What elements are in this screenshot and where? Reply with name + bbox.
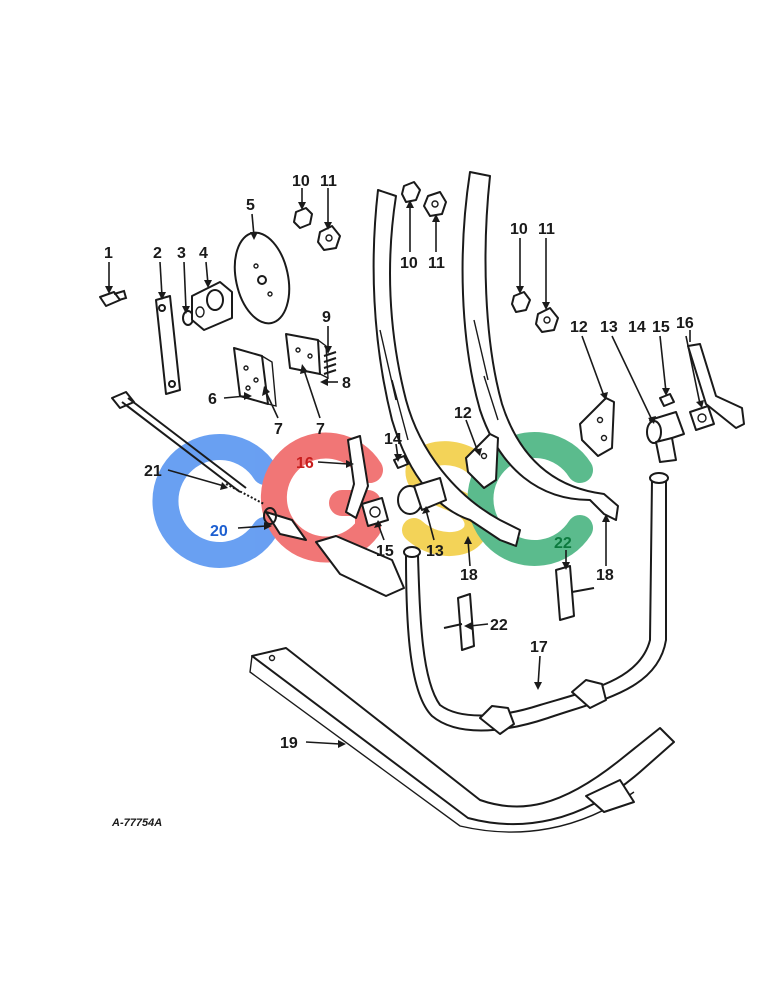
watermark-c-green <box>467 432 593 566</box>
callout-21: 21 <box>144 463 162 480</box>
callout-8: 8 <box>342 375 351 392</box>
callout-12-middle: 12 <box>454 405 472 422</box>
callout-9: 9 <box>322 309 331 326</box>
callout-1: 1 <box>104 245 113 262</box>
part-19-bar <box>249 647 675 833</box>
callout-13-right: 13 <box>600 319 618 336</box>
part-7-plate <box>285 333 329 380</box>
callout-14-left: 14 <box>384 431 402 448</box>
leader-lines <box>105 188 704 748</box>
callout-11-middle: 11 <box>428 255 445 272</box>
callout-15-left: 15 <box>376 543 394 560</box>
callout-18-right: 18 <box>596 567 614 584</box>
part-20-clevis <box>263 507 307 541</box>
callout-14-right: 14 <box>628 319 646 336</box>
part-10-nut-top <box>293 207 313 229</box>
callout-15-right: 15 <box>652 319 670 336</box>
part-5-disc <box>233 231 291 325</box>
callout-13-left: 13 <box>426 543 444 560</box>
callout-16-right: 16 <box>676 315 694 332</box>
callout-16-left: 16 <box>296 455 314 472</box>
part-18-standard-right <box>461 171 619 521</box>
callout-12-right: 12 <box>570 319 588 336</box>
part-12-bracket-right <box>579 397 615 457</box>
callout-17: 17 <box>530 639 548 656</box>
part-16-lever-left <box>345 435 369 519</box>
part-11-bracket-middle <box>423 191 447 217</box>
callout-10-middle: 10 <box>400 255 418 272</box>
part-10-nut-right <box>511 291 531 313</box>
part-13-tee-left <box>397 477 447 515</box>
part-1-bolt <box>99 289 128 307</box>
callout-3: 3 <box>177 245 186 262</box>
callout-11-right: 11 <box>538 221 555 238</box>
part-12-bracket-middle <box>465 433 499 489</box>
callout-10-top: 10 <box>292 173 310 190</box>
callout-4: 4 <box>199 245 208 262</box>
part-18-standard-left <box>372 189 521 547</box>
callout-22-right: 22 <box>554 535 572 552</box>
part-21-rod <box>111 391 265 505</box>
part-17-frame <box>403 472 669 735</box>
part-11-bracket-top <box>317 225 341 251</box>
part-2-link <box>155 295 181 395</box>
part-6-plate <box>233 347 277 407</box>
part-10-nut-middle <box>401 181 421 203</box>
part-22-clip-right <box>555 565 595 621</box>
callout-6: 6 <box>208 391 217 408</box>
part-22-clip-left <box>443 593 475 651</box>
part-13-tee-right <box>646 411 685 463</box>
callout-7-left: 7 <box>274 421 283 438</box>
part-15-collar-right <box>689 405 715 431</box>
callout-10-right: 10 <box>510 221 528 238</box>
part-16-lever-right <box>687 343 745 429</box>
part-15-collar-left <box>361 497 389 527</box>
watermark-c-blue <box>152 434 278 568</box>
part-4-hub <box>191 281 233 331</box>
side-mount-bracket <box>315 535 405 597</box>
callout-20: 20 <box>210 523 228 540</box>
callout-2: 2 <box>153 245 162 262</box>
callout-18-left: 18 <box>460 567 478 584</box>
part-14-bolt-right <box>659 393 675 407</box>
callout-labels: 1 2 3 4 5 6 7 7 8 9 10 11 10 11 10 11 12… <box>104 173 694 752</box>
callout-19: 19 <box>280 735 298 752</box>
part-9-spring <box>323 351 337 375</box>
callout-22-left: 22 <box>490 617 508 634</box>
callout-7-right: 7 <box>316 421 325 438</box>
callout-11-top: 11 <box>320 173 337 190</box>
callout-5: 5 <box>246 197 255 214</box>
reference-code: A-77754A <box>111 817 162 829</box>
part-11-bracket-right <box>535 307 559 333</box>
